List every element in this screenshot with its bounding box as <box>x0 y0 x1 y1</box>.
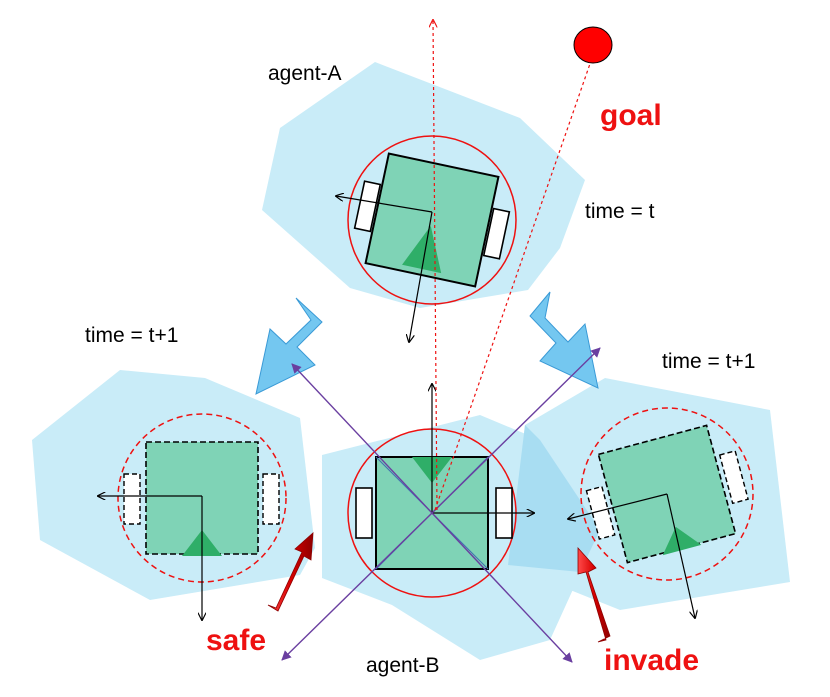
agent-b-ray-lower-right <box>431 512 573 663</box>
invade-arrow <box>577 546 611 643</box>
agent-b-ray-upper-left <box>291 363 433 514</box>
red-dashed-to-goal <box>434 57 593 511</box>
agent-a-wheel-right <box>482 207 511 260</box>
right-future-x-axis <box>568 493 668 519</box>
time-t1-left-label: time = t+1 <box>85 324 178 347</box>
agent-a-robot <box>353 152 511 288</box>
goal-marker-icon <box>573 26 613 64</box>
safe-label: safe <box>206 624 266 657</box>
right-future-y-axis <box>666 493 695 618</box>
agent-a-label: agent-A <box>268 62 342 85</box>
right-future-heading-triangle <box>662 526 702 556</box>
left-future-wheel-right <box>262 473 280 525</box>
right-future-wheel-right <box>718 450 749 505</box>
red-dashed-vertical <box>433 20 438 511</box>
transition-arrow-right <box>529 291 599 389</box>
goal-label: goal <box>600 99 662 132</box>
safe-arrow <box>267 532 314 612</box>
agent-a-x-axis <box>336 196 433 213</box>
right-future-wheel-left <box>585 485 616 540</box>
right-future-safety-circle <box>580 407 754 581</box>
agent-a-y-axis <box>409 211 433 342</box>
agent-b-wheel-left <box>355 487 373 539</box>
time-t-label: time = t <box>585 200 655 223</box>
region-overlap <box>508 425 600 572</box>
left-future-wheel-left <box>123 473 141 525</box>
invade-label: invade <box>604 644 699 677</box>
agent-b-ray-upper-right <box>431 347 601 514</box>
agent-b-ray-lower-left <box>281 512 433 661</box>
agent-a-wheel-left <box>353 180 382 233</box>
agent-a-safety-circle <box>347 135 517 305</box>
red-arrow-icon <box>577 546 611 643</box>
time-t1-right-label: time = t+1 <box>662 350 755 373</box>
agent-a-heading-triangle <box>402 225 442 274</box>
red-arrow-icon <box>267 532 314 612</box>
agent-b-label: agent-B <box>366 654 440 677</box>
transition-arrow-left <box>255 297 323 395</box>
